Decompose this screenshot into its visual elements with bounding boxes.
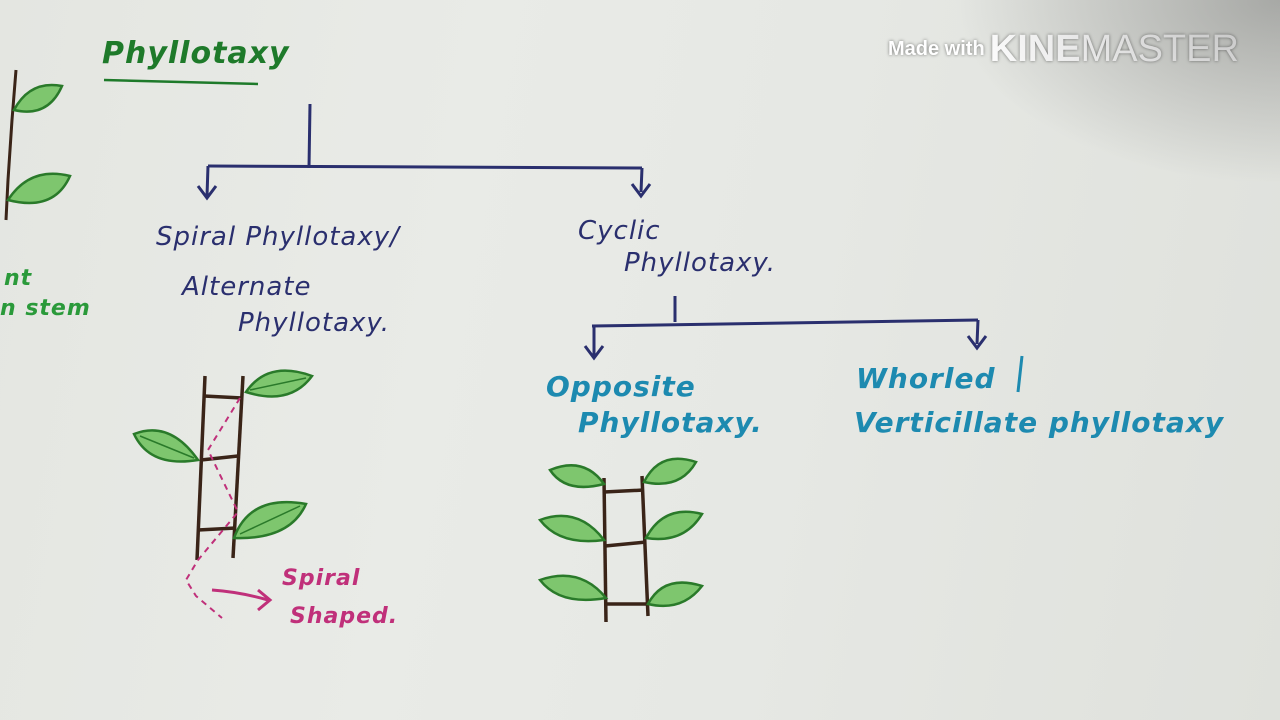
- margin-note-line1: nt: [4, 266, 33, 291]
- page-title: Phyllotaxy: [102, 36, 290, 71]
- spiral-label-line3: Phyllotaxy.: [238, 308, 391, 338]
- watermark-prefix: Made with: [888, 38, 985, 60]
- spiral-note-arrow: [211, 588, 269, 602]
- whorled-label-line2: Verticillate phyllotaxy: [854, 406, 1225, 439]
- spiral-note-arrow-head: [257, 588, 273, 612]
- kinemaster-watermark: Made with KINEMASTER: [888, 28, 1239, 71]
- spiral-label-line2: Alternate: [182, 272, 312, 302]
- cyclic-label-line1: Cyclic: [578, 216, 661, 246]
- spiral-note-line2: Shaped.: [290, 604, 399, 629]
- watermark-brand-light: MASTER: [1080, 28, 1239, 70]
- margin-plant: [4, 69, 72, 221]
- opposite-label-line1: Opposite: [546, 370, 696, 403]
- margin-note-line2: n stem: [0, 296, 91, 321]
- spiral-note-line1: Spiral: [282, 566, 361, 591]
- main-connector: [196, 103, 652, 201]
- spiral-label-line1: Spiral Phyllotaxy/: [156, 222, 400, 252]
- spiral-stem: [195, 375, 245, 561]
- opposite-stem: [602, 475, 650, 623]
- whorled-label-line1: Whorled: [856, 362, 996, 395]
- opposite-label-line2: Phyllotaxy.: [578, 406, 763, 439]
- sub-connector: [583, 296, 1024, 393]
- title-underline: [103, 78, 259, 86]
- opposite-leaves: [537, 457, 705, 608]
- watermark-brand-bold: KINE: [989, 28, 1081, 70]
- spiral-path: [184, 397, 241, 619]
- cyclic-label-line2: Phyllotaxy.: [624, 248, 777, 278]
